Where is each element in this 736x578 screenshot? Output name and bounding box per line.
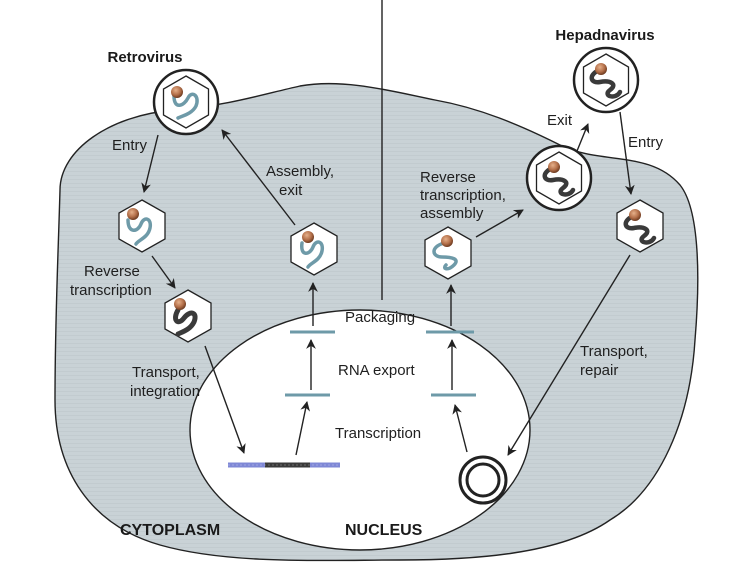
- retrovirus-capsid-dna: [164, 289, 212, 343]
- label-hepa-transport-1: Transport,: [580, 343, 648, 360]
- hepadnavirus-capsid-rna: [424, 226, 472, 280]
- arrow-hepa-exit: [576, 123, 590, 152]
- arrow-retro-rt: [151, 255, 176, 289]
- retrovirus-virion: [152, 68, 220, 136]
- label-retro-assembly: Assembly,: [266, 163, 334, 180]
- arrow-retro-entry: [141, 134, 159, 193]
- label-retro-transport-2: integration: [130, 383, 200, 400]
- retrovirus-title: Retrovirus: [107, 49, 182, 66]
- label-hepa-rt-3: assembly: [420, 205, 484, 222]
- arrow-hepa-assembly: [475, 209, 524, 238]
- arrow-hepa-entry: [619, 111, 635, 195]
- label-hepa-rt-1: Reverse: [420, 169, 476, 186]
- arrow-hepa-transcription: [452, 404, 468, 453]
- arrow-retro-transcription: [295, 401, 311, 456]
- label-packaging: Packaging: [345, 309, 415, 326]
- nucleus-region: [189, 309, 531, 551]
- label-hepa-entry: Entry: [628, 134, 664, 151]
- hepadnavirus-exiting-virion: [525, 144, 593, 212]
- retrovirus-capsid-assembly: [290, 222, 338, 276]
- label-retro-entry: Entry: [112, 137, 148, 154]
- label-retro-transport-1: Transport,: [132, 364, 200, 381]
- label-hepa-exit: Exit: [547, 112, 573, 129]
- arrow-retro-exit: [221, 129, 296, 226]
- arrow-hepa-transport: [507, 254, 631, 456]
- hepadnavirus-capsid-entry: [616, 199, 664, 253]
- label-nucleus: NUCLEUS: [345, 522, 423, 539]
- cccdna-circle: [458, 455, 508, 505]
- hepadnavirus-title: Hepadnavirus: [555, 27, 654, 44]
- label-cytoplasm: CYTOPLASM: [120, 522, 220, 539]
- label-retro-exit: exit: [279, 182, 303, 199]
- hepadnavirus-virion: [572, 46, 640, 114]
- label-transcription: Transcription: [335, 425, 421, 442]
- label-rna-export: RNA export: [338, 362, 416, 379]
- label-hepa-rt-2: transcription,: [420, 187, 506, 204]
- label-retro-rt-1: Reverse: [84, 263, 140, 280]
- retrovirus-capsid-entry: [118, 199, 166, 253]
- label-retro-rt-2: transcription: [70, 282, 152, 299]
- arrow-retro-transport: [204, 345, 246, 454]
- label-hepa-transport-2: repair: [580, 362, 618, 379]
